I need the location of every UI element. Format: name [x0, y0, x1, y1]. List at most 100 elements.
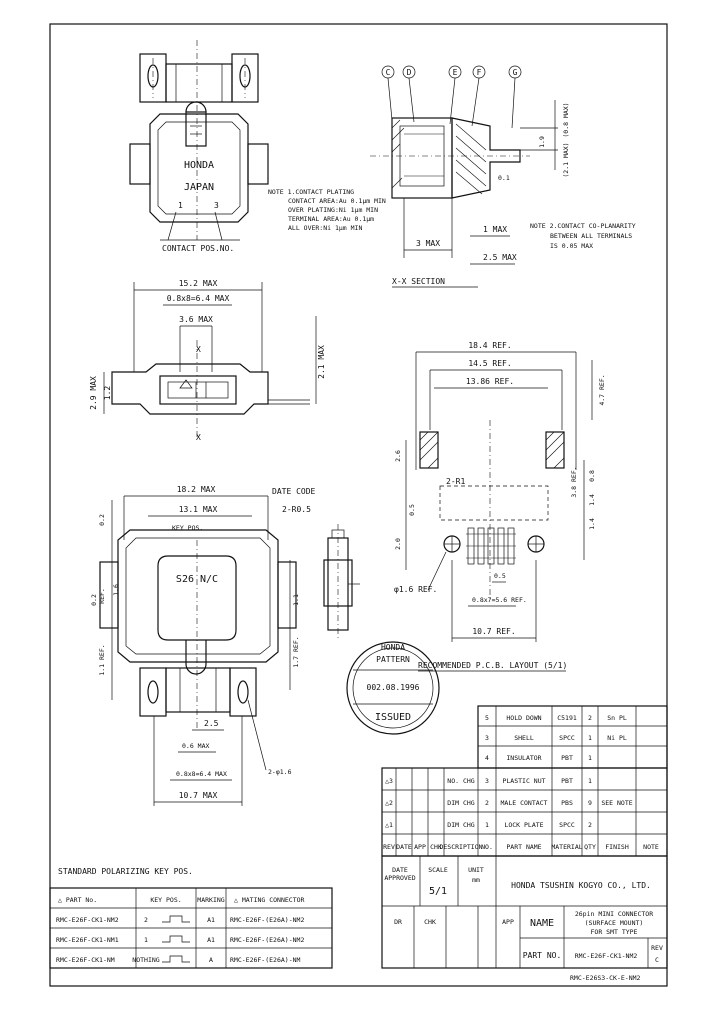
pol-header-key: KEY POS.	[150, 896, 181, 904]
bom-row-no: 5	[485, 714, 489, 722]
tb-scale-label: SCALE	[428, 866, 448, 874]
bom-header-cell: DESCRIPTION	[439, 843, 482, 851]
tb-name-1: 26pin MINI CONNECTOR	[575, 910, 653, 918]
bom-row-part: SHELL	[514, 734, 534, 742]
front-dim-36: 3.6 MAX	[179, 315, 213, 324]
tb-footer: RMC-E26S3-CK-E-NM2	[570, 974, 641, 982]
tb-dr: DR	[394, 918, 402, 926]
bom-row-part: HOLD DOWN	[506, 714, 541, 722]
bom-header-cell: PART NAME	[506, 843, 541, 851]
pcb-dim-05: 0.5	[494, 572, 506, 580]
tb-rev: C	[655, 956, 659, 964]
pattern-stamp: HONDA PATTERN 002.08.1996 ISSUED	[346, 641, 440, 735]
front-dim-152: 15.2 MAX	[179, 279, 218, 288]
pcb-dim-left-0: 2.6	[394, 450, 402, 462]
pcb-dim-right-3: 1.4	[588, 518, 596, 530]
pol-row-marking: A1	[207, 936, 215, 944]
tb-name-label: NAME	[530, 918, 554, 929]
bom-row-material: PBT	[561, 777, 573, 785]
bom-row-qty: 1	[588, 734, 592, 742]
pol-row-key: 2	[144, 916, 148, 924]
pcb-dim-left-2: 2.0	[394, 538, 402, 550]
bom-row-qty: 1	[588, 754, 592, 762]
pcb-dim-1386: 13.86 REF.	[466, 377, 514, 386]
bottom-dim-right-0: 1.1	[292, 594, 300, 606]
bom-header-cell: MATERIAL	[551, 843, 582, 851]
bottom-dim-right-1: 1.7 REF.	[292, 636, 300, 667]
bom-row-no: 1	[485, 821, 489, 829]
pos-1: 1	[178, 201, 183, 210]
bottom-dim-left-3: 0.2	[90, 594, 98, 606]
pcb-dim-left-1: 0.5	[408, 504, 416, 516]
bom-header-cell: QTY	[584, 843, 596, 851]
bom-header-cell: APP	[414, 843, 426, 851]
bottom-dim-left-1: 1.6	[112, 584, 120, 596]
title-block: DATE APPROVED SCALE 5/1 UNIT mm HONDA TS…	[381, 855, 668, 982]
contact-pos-label: CONTACT POS.NO.	[162, 244, 234, 253]
pol-row-marking: A	[209, 956, 213, 964]
bottom-dim-107: 10.7 MAX	[179, 791, 218, 800]
bom-header-cell: NOTE	[643, 843, 659, 851]
pol-row-mating: RMC-E26F-(E26A)-NM2	[230, 916, 304, 924]
front-dim-left-b: 1.2	[103, 386, 112, 401]
pol-row-key: 1	[144, 936, 148, 944]
marker-x-bottom: X	[196, 433, 201, 442]
pcb-dim-dia: φ1.6 REF.	[394, 585, 437, 594]
section-right-dim-a: (0.8 MAX)	[562, 102, 570, 137]
side-view	[323, 524, 360, 640]
note1-line2: OVER PLATING:Ni 1μm MIN	[288, 206, 378, 214]
pcb-dim-right-2: 1.4	[588, 494, 596, 506]
tb-date-label: DATE	[392, 866, 408, 874]
bom-row-finish: Ni PL	[607, 734, 627, 742]
bom-row-part: LOCK PLATE	[504, 821, 543, 829]
sheet-border	[49, 23, 668, 987]
stamp-line2: PATTERN	[376, 655, 410, 664]
bom-header-cell: FINISH	[605, 843, 629, 851]
marking-country: JAPAN	[184, 182, 214, 193]
top-view: HONDA JAPAN 1 3 CONTACT POS.NO.	[129, 40, 269, 253]
bottom-dim-dia: 2-φ1.6	[268, 768, 292, 776]
callout-g: G	[513, 68, 518, 77]
note-2: NOTE 2.CONTACT CO-PLANARITY BETWEEN ALL …	[530, 222, 636, 250]
bom-row-material: C5191	[557, 714, 577, 722]
bom-row-part: MALE CONTACT	[501, 799, 548, 807]
bom-header-cell: NO.	[481, 843, 493, 851]
bottom-dim-06: 0.6 MAX	[182, 742, 209, 750]
date-code: DATE CODE	[272, 487, 316, 496]
note1-line3: TERMINAL AREA:Au 0.1μm	[288, 215, 374, 223]
pcb-dim-145: 14.5 REF.	[468, 359, 511, 368]
pol-row-mating: RMC-E26F-(E26A)-NM	[230, 956, 301, 964]
pcb-dim-right-0: 3.8 REF.	[570, 466, 578, 497]
stamp-date: 002.08.1996	[367, 683, 420, 692]
stamp-line3: ISSUED	[375, 712, 411, 723]
marking-brand: HONDA	[184, 160, 214, 171]
polarizing-title: STANDARD POLARIZING KEY POS.	[58, 867, 193, 876]
bom-header-cell: REV	[383, 843, 395, 851]
bom-row-qty: 2	[588, 821, 592, 829]
front-dim-right: 2.1 MAX	[317, 345, 326, 379]
section-right-dim-b: (2.1 MAX)	[562, 142, 570, 177]
tb-partno: RMC-E26F-CK1-NM2	[575, 952, 638, 960]
note1-line4: ALL OVER:Ni 1μm MIN	[288, 224, 362, 232]
bom-header-cell: DATE	[396, 843, 412, 851]
tb-rev-label: REV	[651, 944, 663, 952]
pol-row-marking: A1	[207, 916, 215, 924]
bottom-dim-182: 18.2 MAX	[177, 485, 216, 494]
callout-e: E	[453, 68, 458, 77]
pos-3: 3	[214, 201, 219, 210]
tb-chk: CHK	[424, 918, 436, 926]
note1-line1: CONTACT AREA:Au 0.1μm MIN	[288, 197, 386, 205]
note2-line2: BETWEEN ALL TERMINALS	[550, 232, 632, 240]
rev-row-note: DIM CHG	[447, 799, 474, 807]
pcb-dim-107: 10.7 REF.	[472, 627, 515, 636]
bom-header-cell: CHK	[430, 843, 442, 851]
note2-line1: NOTE 2.CONTACT CO-PLANARITY	[530, 222, 636, 230]
rev-row-note: NO. CHG	[447, 777, 474, 785]
bottom-dim-left-0: 0.2	[98, 514, 106, 526]
section-dim-3: 3 MAX	[416, 239, 440, 248]
bottom-dim-pitch: 0.8x8=6.4 MAX	[176, 770, 227, 778]
polarizing-table: STANDARD POLARIZING KEY POS. △ PART No.K…	[49, 867, 333, 969]
pcb-dim-right-1: 0.8	[588, 470, 596, 482]
note2-line3: IS 0.05 MAX	[550, 242, 593, 250]
stamp-line1: HONDA	[381, 643, 405, 652]
